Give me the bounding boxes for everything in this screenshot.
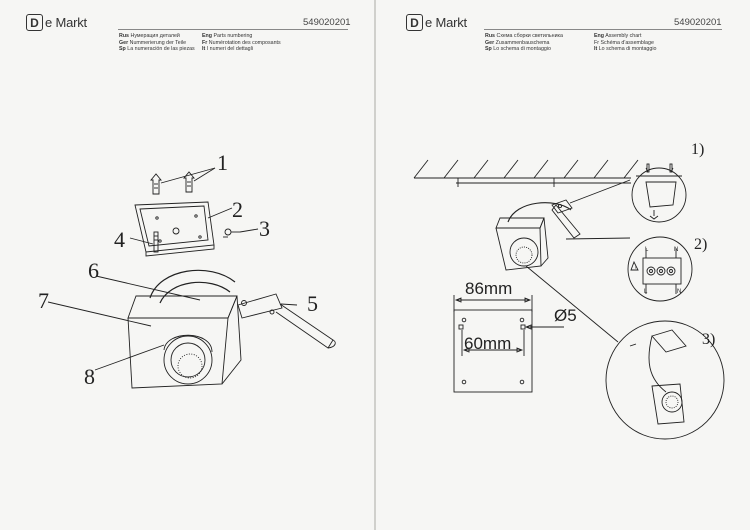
header-col-1: Rus Схема сборки светильника Ger Zusamme… (485, 33, 563, 53)
step-2-terminal-detail (627, 236, 693, 302)
left-page: D e Markt 549020201 Rus Нумерация детале… (0, 0, 374, 530)
lang-code: Eng (202, 33, 213, 39)
lang-code: Fr (202, 39, 208, 46)
step-number-label: 2) (694, 236, 707, 253)
assembly-chart-drawing: L N L N ! 1) 2) 3) 86mm 60mm Ø5 (413, 141, 725, 440)
part-number-label: 8 (84, 364, 95, 389)
header-rule (118, 29, 348, 30)
header-text: Nummerierung der Teile (129, 39, 187, 46)
logo-text: e Markt (425, 15, 467, 30)
lang-code: Ger (485, 39, 495, 46)
part-number-label: 2 (232, 197, 243, 222)
header-col-2: Eng Parts numbering Fr Numérotation des … (202, 33, 281, 53)
dimension-outer: 86mm (465, 279, 512, 298)
terminal-label: N (677, 289, 681, 295)
hazard-icon: ! (635, 266, 636, 272)
part-number-label: 4 (114, 227, 125, 252)
header-text: Assembly chart (605, 33, 642, 39)
page-fold (374, 0, 376, 530)
lang-code: Rus (485, 33, 496, 39)
lang-code: Sp (119, 46, 126, 53)
header-text: Parts numbering (213, 33, 253, 39)
step-3-final-detail (605, 320, 725, 440)
part-number-label: 3 (259, 216, 270, 241)
step-1-detail (631, 163, 687, 223)
dimension-inner: 60mm (464, 334, 511, 353)
terminal-label: L (644, 289, 648, 295)
right-page: D e Markt 549020201 Rus Схема сборки све… (376, 0, 750, 530)
header-text: Numérotation des composants (208, 39, 281, 46)
header-col-1: Rus Нумерация деталей Ger Nummerierung d… (119, 33, 195, 53)
anchor-icon (150, 173, 162, 195)
lang-code: Sp (485, 46, 492, 53)
header-text: I numeri del dettagli (206, 46, 253, 53)
ceiling-hatch (413, 159, 639, 187)
terminal-label: L (645, 247, 649, 253)
header-text: Zusammenbauschema (495, 39, 550, 46)
part-number-label: 6 (88, 258, 99, 283)
lang-code: Eng (594, 33, 605, 39)
terminal-label: N (674, 247, 678, 253)
lang-code: It (594, 46, 598, 53)
anchor-icon (183, 171, 195, 193)
mounting-plate (134, 201, 215, 257)
mounting-plate-dimension-drawing (453, 295, 564, 393)
part-number-label: 7 (38, 288, 49, 313)
lang-code: Rus (119, 33, 130, 39)
lang-code: It (202, 46, 206, 53)
header-text: Схема сборки светильника (496, 33, 563, 39)
part-number-label: 1 (217, 150, 228, 175)
step-number-label: 1) (691, 141, 704, 158)
brand-logo: D e Markt (26, 14, 87, 31)
screw-icon (224, 228, 240, 236)
brand-logo: D e Markt (406, 14, 467, 31)
bolt-icon (153, 231, 159, 253)
step-number-label: 3) (702, 331, 715, 348)
parts-numbering-drawing: 1 2 3 4 5 6 7 8 (38, 150, 336, 389)
lamp-body (127, 269, 336, 389)
header-text: Нумерация деталей (130, 33, 180, 39)
document-number: 549020201 (674, 17, 722, 28)
logo-mark: D (26, 14, 43, 31)
header-text: Lo schema di montaggio (493, 46, 551, 53)
logo-mark: D (406, 14, 423, 31)
lang-code: Ger (119, 39, 129, 46)
header-text: Lo schema di montaggio (598, 46, 657, 53)
header-rule (484, 29, 722, 30)
document-number: 549020201 (303, 17, 351, 28)
logo-text: e Markt (45, 15, 87, 30)
header-col-2: Eng Assembly chart Fr Schéma d'assemblag… (594, 33, 656, 53)
header-text: Fr Schéma d'assemblage (594, 39, 654, 46)
dimension-hole: Ø5 (554, 306, 577, 325)
lamp-assembled (495, 199, 581, 271)
part-number-label: 5 (307, 291, 318, 316)
header-text: La numeración de las piezas (127, 46, 195, 53)
